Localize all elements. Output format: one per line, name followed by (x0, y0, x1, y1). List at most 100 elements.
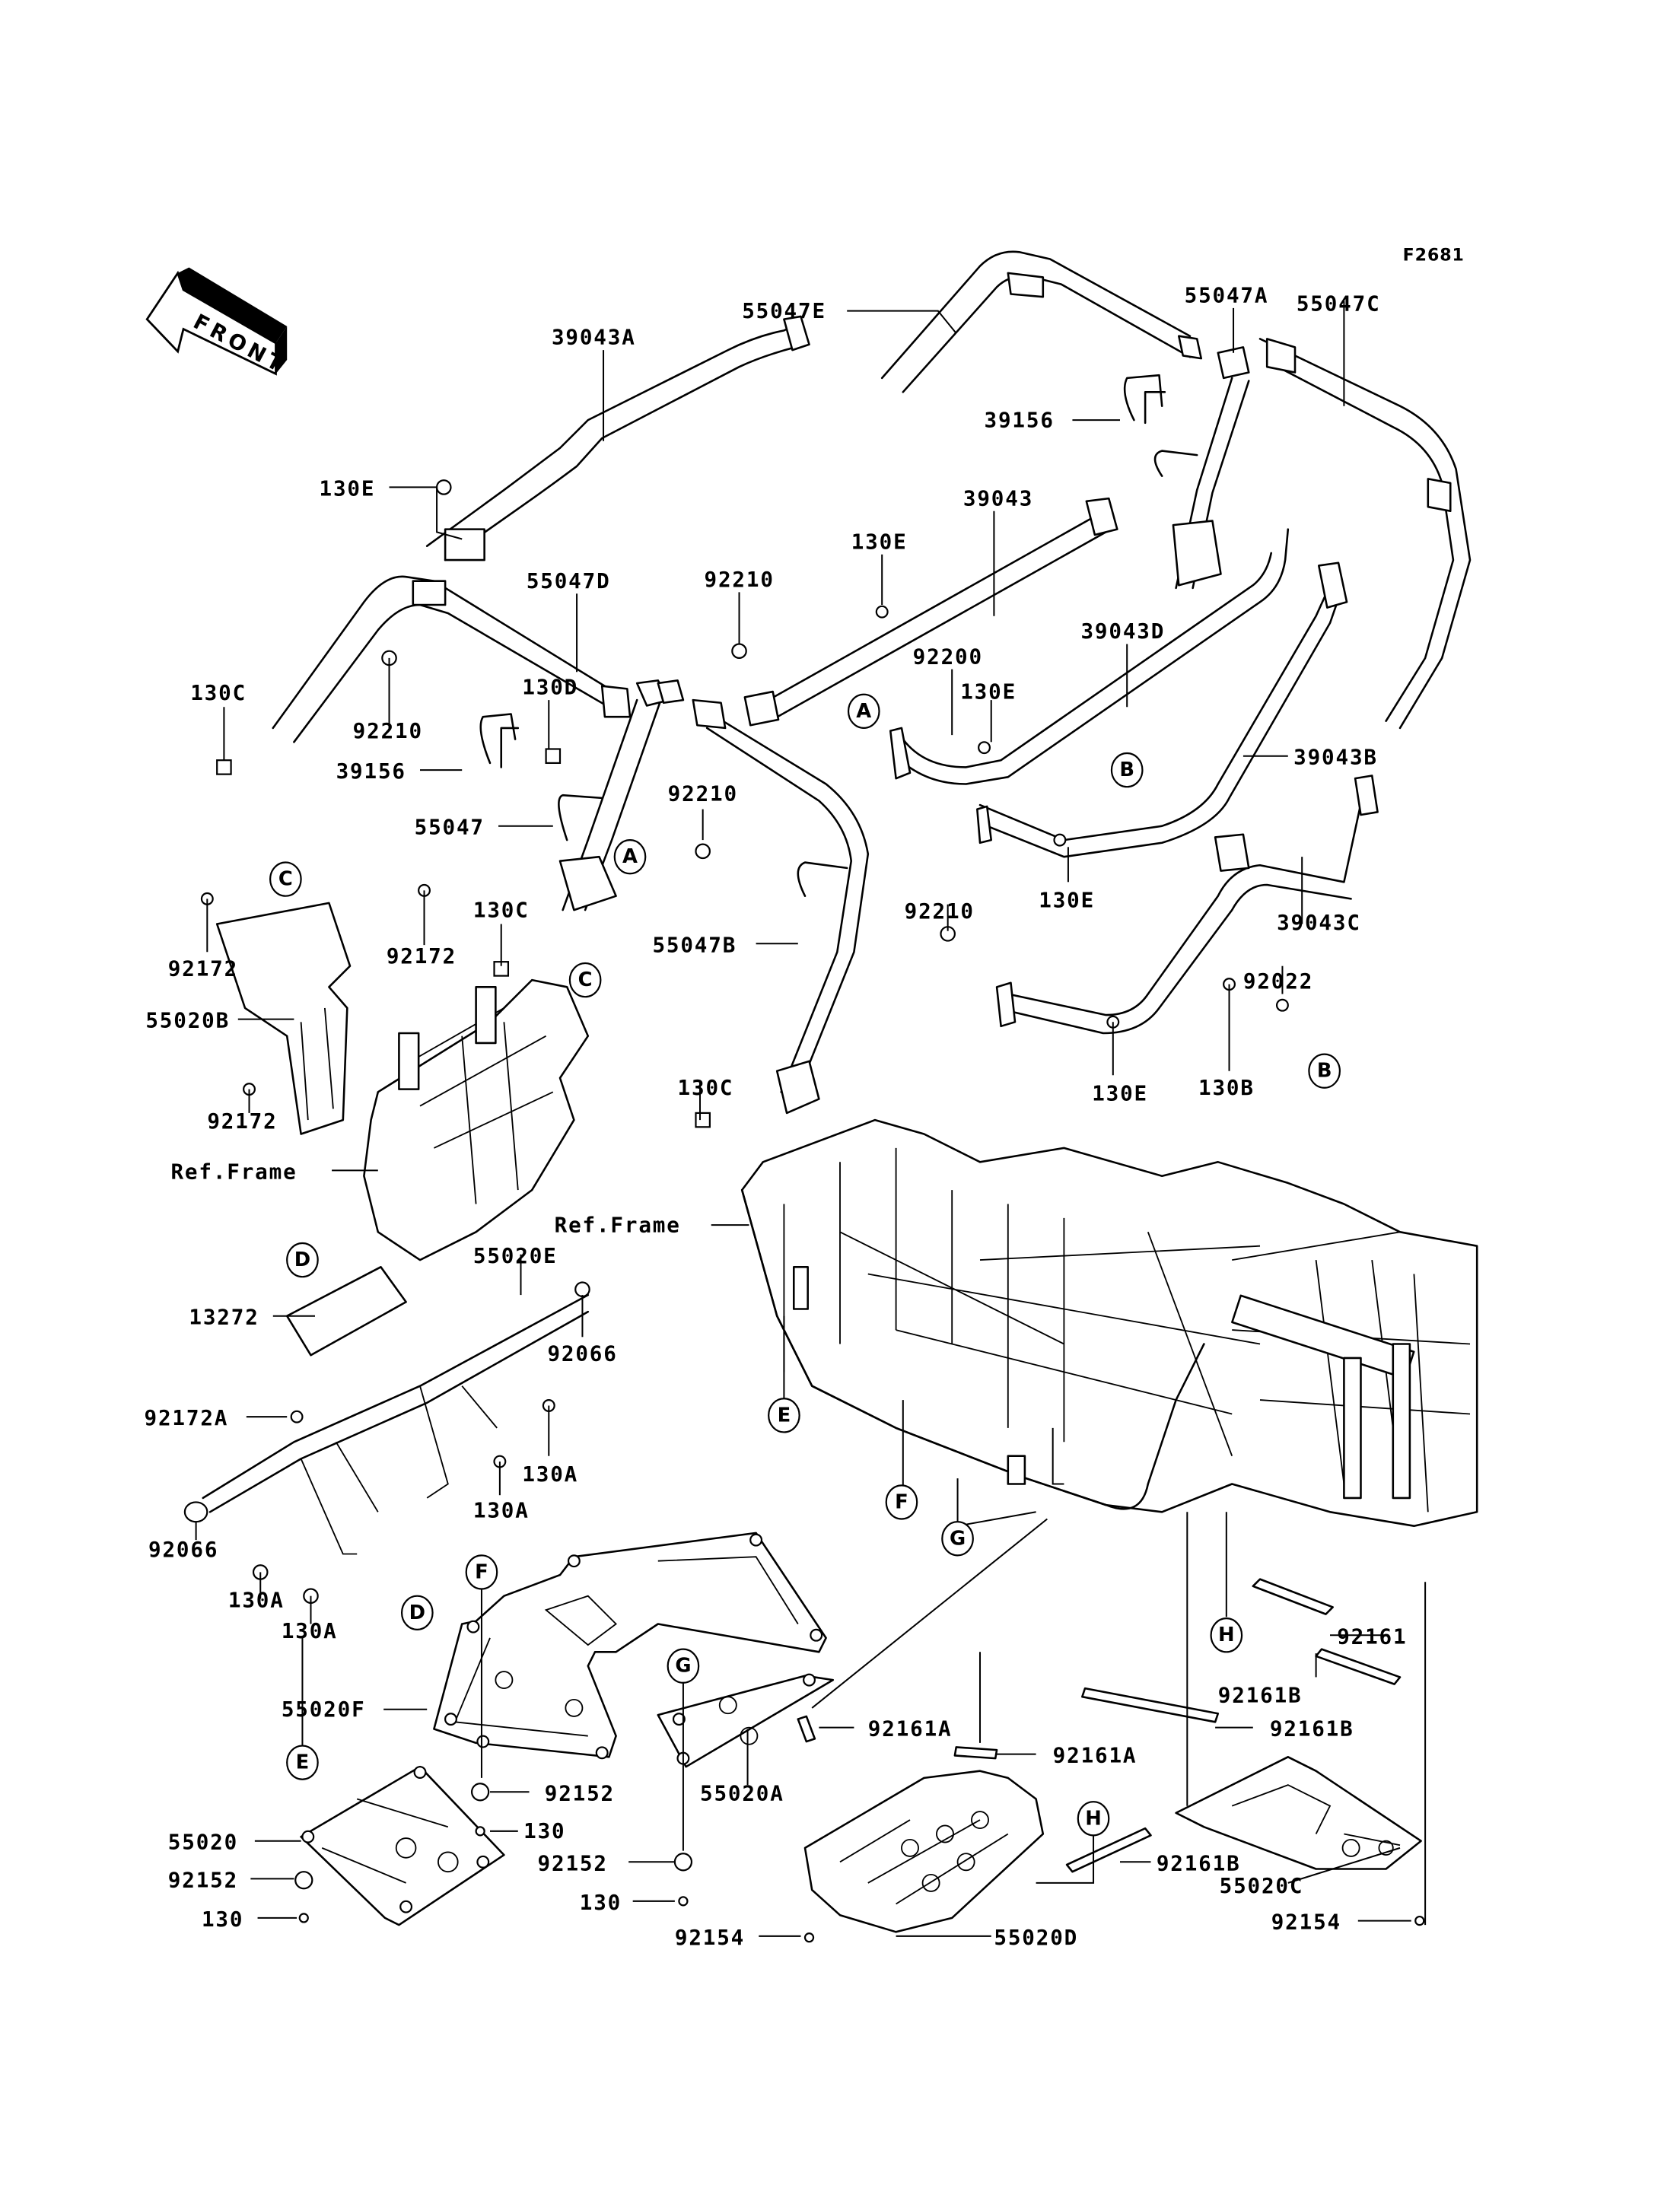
part-55020D (803, 1770, 1045, 1933)
marker-F-lower: F (465, 1554, 498, 1590)
callout-55020F: 55020F (282, 1697, 366, 1722)
callout-130C-mid: 130C (473, 897, 530, 922)
callout-55020C: 55020C (1220, 1873, 1304, 1898)
callout-92154-right: 92154 (1271, 1910, 1341, 1935)
marker-D-upper: D (286, 1242, 319, 1278)
svg-text:H: H (1085, 1807, 1102, 1830)
marker-H-lower: H (1077, 1801, 1110, 1837)
svg-text:E: E (296, 1751, 310, 1774)
callout-92152-mid: 92152 (545, 1780, 615, 1805)
part-55020C (1175, 1756, 1422, 1870)
callout-92210-top: 92210 (705, 567, 775, 592)
part-39043B (976, 561, 1348, 858)
marker-B-lower: B (1308, 1053, 1341, 1089)
callout-39043B: 39043B (1293, 745, 1378, 770)
part-55047E (880, 250, 1203, 393)
part-55047 (558, 679, 685, 911)
callout-130B: 130B (1198, 1075, 1255, 1100)
callout-130A-lower-left: 130A (228, 1587, 285, 1612)
callout-130A-upper: 130A (522, 1462, 578, 1487)
svg-text:F: F (475, 1560, 488, 1583)
part-92161 (1252, 1578, 1334, 1615)
part-39156-left (479, 713, 520, 768)
svg-text:C: C (578, 969, 593, 991)
part-13272 (285, 1266, 407, 1357)
svg-text:A: A (622, 845, 638, 868)
ref-frame-label-right: Ref.Frame (555, 1212, 681, 1237)
callout-130E-mid: 130E (851, 529, 908, 554)
callout-39156-left: 39156 (336, 759, 406, 784)
part-39043C (995, 775, 1379, 1035)
part-39043 (743, 497, 1118, 727)
callout-55047A: 55047A (1185, 283, 1269, 308)
part-55020E (183, 1293, 590, 1555)
svg-text:B: B (1119, 759, 1134, 781)
part-55020A (657, 1673, 835, 1768)
callout-55047: 55047 (415, 815, 485, 840)
fasteners (200, 479, 1425, 1943)
svg-text:B: B (1317, 1060, 1332, 1083)
part-92161B-upper (1315, 1648, 1402, 1685)
callout-130E-bottom: 130E (1092, 1080, 1148, 1105)
callout-130C-top: 130C (190, 680, 247, 705)
callout-39043C: 39043C (1277, 910, 1361, 935)
marker-C-lower: C (568, 962, 602, 998)
callout-130-left: 130 (202, 1907, 243, 1932)
callout-55020A: 55020A (700, 1780, 784, 1805)
marker-H-upper: H (1210, 1617, 1243, 1653)
callout-39043: 39043 (963, 485, 1033, 511)
marker-A-upper: A (847, 693, 880, 730)
callout-92152-left: 92152 (168, 1867, 238, 1892)
callout-55047D: 55047D (527, 568, 611, 593)
part-55020 (300, 1765, 505, 1926)
callout-39156-right: 39156 (985, 407, 1055, 432)
callout-92200: 92200 (913, 644, 983, 669)
callout-55047E: 55047E (742, 298, 826, 323)
callout-130E-top: 130E (320, 476, 376, 501)
callout-55047C: 55047C (1297, 291, 1381, 316)
callout-55020: 55020 (168, 1830, 238, 1855)
marker-E-lower: E (286, 1745, 319, 1780)
part-92161A-right (953, 1746, 998, 1760)
callout-13272: 13272 (189, 1305, 259, 1330)
marker-E-upper: E (768, 1398, 800, 1433)
svg-text:D: D (294, 1249, 310, 1271)
svg-text:D: D (409, 1602, 425, 1624)
marker-B-upper: B (1110, 752, 1144, 788)
callout-92161B-lower: 92161B (1157, 1850, 1241, 1875)
marker-D-lower: D (400, 1595, 434, 1630)
svg-text:C: C (278, 868, 293, 891)
callout-92210-right: 92210 (905, 899, 975, 924)
callout-55020B: 55020B (145, 1008, 230, 1033)
callout-55020E: 55020E (473, 1243, 558, 1268)
ref-frame-label-left: Ref.Frame (170, 1159, 297, 1184)
callout-92161A-upper: 92161A (868, 1716, 953, 1742)
marker-F-upper: F (885, 1484, 918, 1520)
front-arrow-icon: FRONT (145, 267, 291, 378)
callout-92210-mid: 92210 (668, 781, 738, 806)
part-55047B (692, 698, 870, 1115)
part-55047C (1258, 338, 1472, 730)
callout-55020D: 55020D (994, 1925, 1078, 1950)
part-39043A (425, 315, 810, 561)
leader-lines (195, 301, 1427, 1937)
part-92161A-left (797, 1715, 816, 1743)
connection-markers: A A B B C C D D E E F F G G H H (269, 693, 1341, 1837)
callout-92161: 92161 (1337, 1624, 1407, 1649)
callout-130C-lower: 130C (678, 1075, 734, 1100)
callout-55047B: 55047B (652, 932, 737, 957)
part-55020F (433, 1532, 827, 1760)
svg-text:G: G (675, 1655, 691, 1678)
callout-92172-right: 92172 (387, 943, 457, 969)
part-92161B-middle (1081, 1687, 1220, 1723)
callout-92022: 92022 (1243, 969, 1313, 994)
part-ref-frame-front (363, 978, 590, 1261)
callout-92066-right: 92066 (547, 1341, 617, 1366)
part-39043D (889, 528, 1290, 785)
part-55047D (272, 575, 632, 743)
callout-130A-mid: 130A (473, 1498, 530, 1523)
callout-130-mid: 130 (523, 1818, 565, 1843)
svg-text:G: G (950, 1527, 966, 1550)
svg-text:E: E (778, 1404, 791, 1427)
